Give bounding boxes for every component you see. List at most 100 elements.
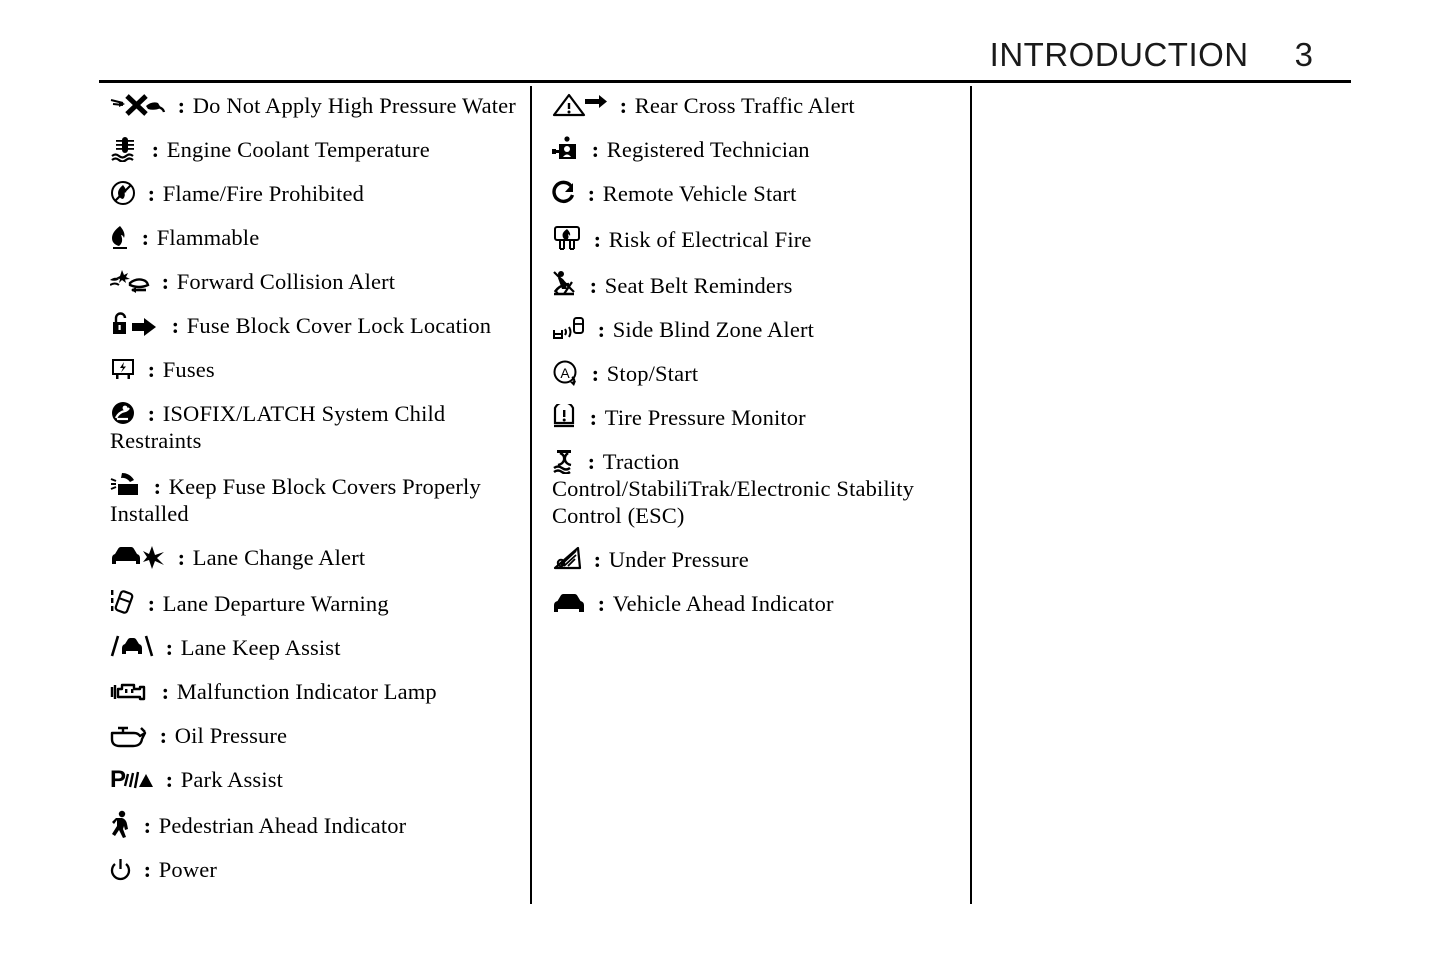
- list-item: : Malfunction Indicator Lamp: [110, 678, 520, 705]
- symbol-label: Engine Coolant Temperature: [166, 137, 430, 162]
- symbol-label: Risk of Electrical Fire: [608, 227, 812, 252]
- column-divider-right: [970, 86, 972, 904]
- symbol-label: Flammable: [156, 225, 260, 250]
- svg-text:A: A: [560, 365, 570, 381]
- symbol-label: Flame/Fire Prohibited: [162, 181, 365, 206]
- symbol-label: Park Assist: [180, 767, 284, 792]
- separator: :: [589, 405, 598, 430]
- symbol-label: Lane Departure Warning: [162, 591, 389, 616]
- separator: :: [597, 591, 606, 616]
- list-item: : Lane Change Alert: [110, 544, 520, 571]
- keep-fuse-block-covers-installed-icon: [110, 471, 142, 499]
- tire-pressure-monitor-icon: [552, 404, 578, 430]
- symbol-label: Vehicle Ahead Indicator: [612, 591, 834, 616]
- power-icon: [110, 858, 132, 882]
- symbol-label: Forward Collision Alert: [176, 269, 396, 294]
- no-high-pressure-water-icon: [110, 94, 166, 118]
- rear-cross-traffic-alert-icon: [552, 92, 608, 118]
- separator: :: [587, 181, 596, 206]
- fuse-block-cover-lock-location-icon: [110, 312, 160, 338]
- separator: :: [143, 813, 152, 838]
- page-number: 3: [1294, 36, 1313, 73]
- list-item: A : Stop/Start: [552, 360, 962, 387]
- list-item: : Side Blind Zone Alert: [552, 316, 962, 343]
- list-item: : Flame/Fire Prohibited: [110, 180, 520, 207]
- flammable-icon: [110, 224, 130, 250]
- list-item: : Remote Vehicle Start: [552, 180, 962, 207]
- list-item: : Fuses: [110, 356, 520, 383]
- list-item: : Fuse Block Cover Lock Location: [110, 312, 520, 339]
- list-item: : Pedestrian Ahead Indicator: [110, 810, 520, 839]
- symbol-label: Fuses: [162, 357, 215, 382]
- list-item: : Engine Coolant Temperature: [110, 136, 520, 163]
- page-header: INTRODUCTION 3: [99, 36, 1351, 83]
- symbol-list-right: : Rear Cross Traffic Alert : Registered …: [552, 92, 962, 634]
- separator: :: [587, 449, 596, 474]
- symbol-label: Remote Vehicle Start: [602, 181, 797, 206]
- separator: :: [171, 313, 180, 338]
- symbol-label: Tire Pressure Monitor: [604, 405, 806, 430]
- column-divider-left: [530, 86, 532, 904]
- risk-of-electrical-fire-icon: [552, 224, 582, 252]
- list-item: : Registered Technician: [552, 136, 962, 163]
- malfunction-indicator-lamp-icon: [110, 678, 150, 704]
- separator: :: [147, 401, 156, 426]
- engine-coolant-temperature-icon: [110, 136, 140, 162]
- traction-control-stabilitrak-icon: [552, 448, 576, 474]
- symbol-label: Pedestrian Ahead Indicator: [158, 813, 407, 838]
- list-item: : Power: [110, 856, 520, 883]
- park-assist-icon: P: [110, 766, 154, 792]
- oil-pressure-icon: [110, 724, 148, 748]
- list-item: : Lane Keep Assist: [110, 634, 520, 661]
- symbol-label: Lane Change Alert: [192, 545, 366, 570]
- separator: :: [591, 137, 600, 162]
- symbol-label: Rear Cross Traffic Alert: [634, 93, 855, 118]
- lane-departure-warning-icon: [110, 588, 136, 616]
- isofix-latch-child-restraints-icon: [110, 400, 136, 426]
- list-item: : Traction Control/StabiliTrak/Electroni…: [552, 448, 962, 529]
- separator: :: [589, 273, 598, 298]
- symbol-label: Registered Technician: [606, 137, 810, 162]
- separator: :: [159, 723, 168, 748]
- flame-fire-prohibited-icon: [110, 180, 136, 206]
- separator: :: [593, 547, 602, 572]
- separator: :: [593, 227, 602, 252]
- list-item: : Vehicle Ahead Indicator: [552, 590, 962, 617]
- list-item: : Keep Fuse Block Covers Properly Instal…: [110, 471, 520, 527]
- lane-change-alert-icon: [110, 544, 166, 570]
- separator: :: [591, 361, 600, 386]
- separator: :: [141, 225, 150, 250]
- symbol-label: Seat Belt Reminders: [604, 273, 793, 298]
- under-pressure-icon: [552, 546, 582, 572]
- separator: :: [165, 635, 174, 660]
- header-divider: [99, 80, 1351, 83]
- separator: :: [143, 857, 152, 882]
- list-item: : Lane Departure Warning: [110, 588, 520, 617]
- list-item: : Forward Collision Alert: [110, 268, 520, 295]
- list-item: : Seat Belt Reminders: [552, 270, 962, 299]
- side-blind-zone-alert-icon: [552, 316, 586, 342]
- separator: :: [147, 357, 156, 382]
- symbol-label: Malfunction Indicator Lamp: [176, 679, 437, 704]
- list-item: : Oil Pressure: [110, 722, 520, 749]
- symbol-label: Traction Control/StabiliTrak/Electronic …: [552, 449, 915, 528]
- separator: :: [619, 93, 628, 118]
- header-row: INTRODUCTION 3: [99, 36, 1351, 78]
- symbol-label: Keep Fuse Block Covers Properly Installe…: [110, 474, 481, 526]
- symbol-label: Fuse Block Cover Lock Location: [186, 313, 492, 338]
- separator: :: [597, 317, 606, 342]
- symbol-label: ISOFIX/LATCH System Child Restraints: [110, 401, 446, 453]
- symbol-label: Oil Pressure: [174, 723, 288, 748]
- seat-belt-reminders-icon: [552, 270, 578, 298]
- symbol-label: Stop/Start: [606, 361, 699, 386]
- remote-vehicle-start-icon: [552, 180, 576, 206]
- pedestrian-ahead-indicator-icon: [110, 810, 132, 838]
- svg-text:P: P: [110, 766, 126, 792]
- separator: :: [161, 679, 170, 704]
- separator: :: [165, 767, 174, 792]
- separator: :: [177, 93, 186, 118]
- list-item: : ISOFIX/LATCH System Child Restraints: [110, 400, 520, 454]
- separator: :: [151, 137, 160, 162]
- list-item: : Do Not Apply High Pressure Water: [110, 92, 520, 119]
- symbol-label: Under Pressure: [608, 547, 749, 572]
